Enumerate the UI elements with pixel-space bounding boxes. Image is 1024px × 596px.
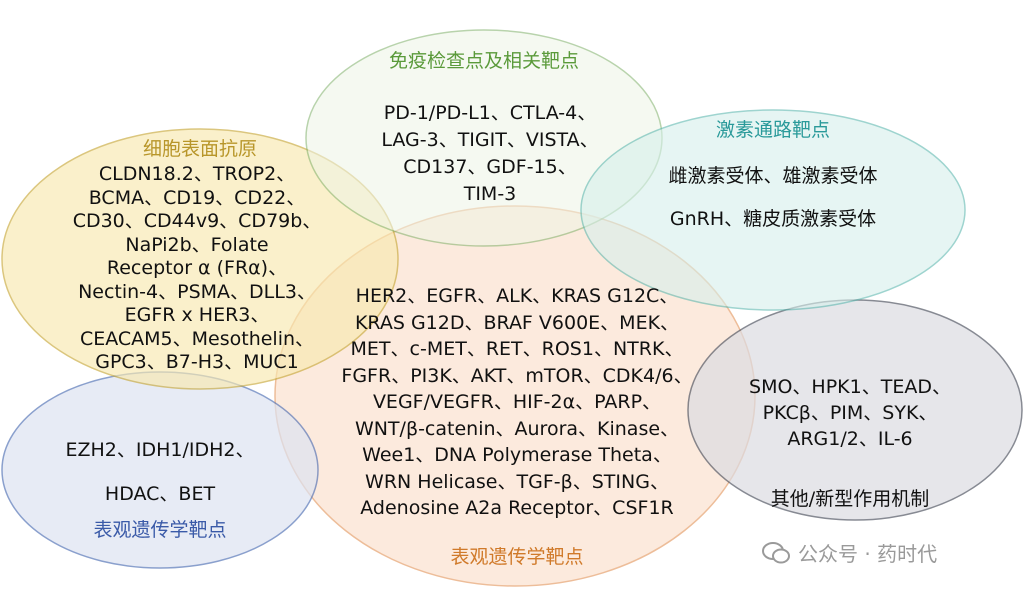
target-line: WRN Helicase、TGF-β、STING、: [365, 470, 669, 493]
watermark: 公众号 · 药时代: [762, 538, 937, 567]
other-targets: SMO、HPK1、TEAD、 PKCβ、PIM、SYK、 ARG1/2、IL-6: [749, 374, 951, 452]
epigenetic-targets: EZH2、IDH1/IDH2、 HDAC、BET: [65, 428, 254, 516]
target-line: HER2、EGFR、ALK、KRAS G12C、: [355, 285, 679, 307]
target-line: PKCβ、PIM、SYK、: [762, 402, 938, 424]
immune-targets: PD-1/PD-L1、CTLA-4、 LAG-3、TIGIT、VISTA、 CD…: [381, 100, 598, 208]
target-line: EGFR x HER3、: [124, 304, 270, 326]
ellipse-surface: [1, 128, 399, 390]
target-line: CLDN18.2、TROP2、: [98, 163, 296, 185]
target-line: WNT/β-catenin、Aurora、Kinase、: [354, 417, 680, 440]
target-line: BCMA、CD19、CD22、: [88, 186, 306, 209]
target-line: EZH2、IDH1/IDH2、: [65, 439, 255, 461]
target-line: Adenosine A2a Receptor、CSF1R: [360, 497, 674, 519]
target-line: 雌激素受体、雄激素受体: [668, 165, 878, 187]
target-line: KRAS G12D、BRAF V600E、MEK、: [354, 311, 680, 334]
signaling-title: 表观遗传学靶点: [450, 546, 584, 568]
target-line: FGFR、PI3K、AKT、mTOR、CDK4/6、: [341, 364, 693, 387]
other-title: 其他/新型作用机制: [770, 488, 930, 510]
target-line: HDAC、BET: [104, 483, 216, 505]
watermark-text: 公众号 · 药时代: [798, 542, 938, 566]
wechat-icon: [762, 541, 790, 563]
target-line: GPC3、B7-H3、MUC1: [95, 351, 299, 373]
target-line: Nectin-4、PSMA、DLL3、: [78, 280, 316, 303]
target-line: SMO、HPK1、TEAD、: [749, 376, 951, 398]
hormone-targets: 雌激素受体、雄激素受体 GnRH、糖皮质激素受体: [668, 155, 877, 241]
target-line: CD137、GDF-15、: [403, 156, 577, 178]
target-line: LAG-3、TIGIT、VISTA、: [381, 129, 599, 151]
signaling-targets: HER2、EGFR、ALK、KRAS G12C、 KRAS G12D、BRAF …: [341, 283, 692, 522]
target-line: MET、c-MET、RET、ROS1、NTRK、: [350, 338, 684, 360]
target-line: PD-1/PD-L1、CTLA-4、: [383, 102, 597, 124]
target-line: TIM-3: [463, 183, 517, 205]
ellipse-hormone: [580, 109, 966, 311]
target-line: NaPi2b、Folate: [125, 233, 269, 256]
surface-targets: CLDN18.2、TROP2、 BCMA、CD19、CD22、 CD30、CD4…: [73, 163, 322, 375]
hormone-title: 激素通路靶点: [715, 119, 831, 141]
target-line: VEGF/VEGFR、HIF-2α、PARP、: [372, 391, 662, 413]
target-line: ARG1/2、IL-6: [787, 428, 913, 450]
target-line: CEACAM5、Mesothelin、: [79, 327, 315, 350]
epigenetic-title: 表观遗传学靶点: [93, 519, 227, 541]
target-line: Receptor α (FRα)、: [106, 257, 288, 279]
target-line: Wee1、DNA Polymerase Theta、: [362, 444, 672, 466]
target-line: GnRH、糖皮质激素受体: [669, 208, 877, 230]
target-line: CD30、CD44v9、CD79b、: [72, 210, 322, 232]
immune-title: 免疫检查点及相关靶点: [388, 50, 580, 72]
surface-title: 细胞表面抗原: [142, 138, 258, 160]
